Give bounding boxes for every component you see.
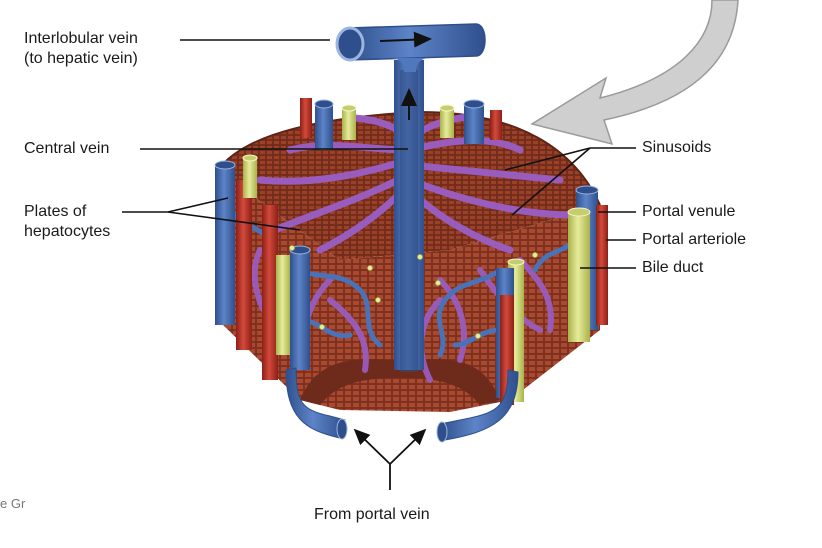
portal-triad-back-right — [439, 99, 502, 144]
interlobular-flow-arrow — [379, 31, 432, 48]
interlobular-vein — [335, 23, 486, 72]
interlobular-vein-label-line2: (to hepatic vein) — [24, 50, 138, 67]
interlobular-vein-label-line1: Interlobular vein — [24, 30, 138, 47]
flow-direction-arrow — [530, 0, 739, 146]
bile-dots — [289, 245, 538, 339]
portal-inflow-arrows — [353, 428, 427, 490]
plates-label-line2: hepatocytes — [24, 223, 111, 240]
leader-plates-b — [167, 197, 229, 213]
portal-triad-right — [567, 185, 608, 342]
bile-duct-label: Bile duct — [642, 259, 704, 276]
plates-label-line1: Plates of — [24, 203, 87, 220]
central-vein — [394, 60, 424, 372]
from-portal-vein-label: From portal vein — [314, 506, 430, 523]
portal-triad-back-left — [300, 98, 357, 150]
credit-fragment: e Gr — [0, 496, 26, 511]
portal-triad-front-left — [276, 245, 311, 370]
sinusoids-label: Sinusoids — [642, 139, 712, 156]
central-vein-label: Central vein — [24, 140, 110, 157]
plates-of-hepatocytes-label: Plates of hepatocytes — [24, 202, 110, 242]
interlobular-vein-label: Interlobular vein (to hepatic vein) — [24, 29, 138, 69]
leader-sinusoids-c — [511, 147, 591, 216]
portal-arteriole-label: Portal arteriole — [642, 231, 747, 248]
leader-lines — [122, 39, 636, 269]
portal-venule-label: Portal venule — [642, 203, 736, 220]
leader-plates-c — [167, 211, 301, 231]
leader-sinusoids-b — [504, 147, 591, 171]
